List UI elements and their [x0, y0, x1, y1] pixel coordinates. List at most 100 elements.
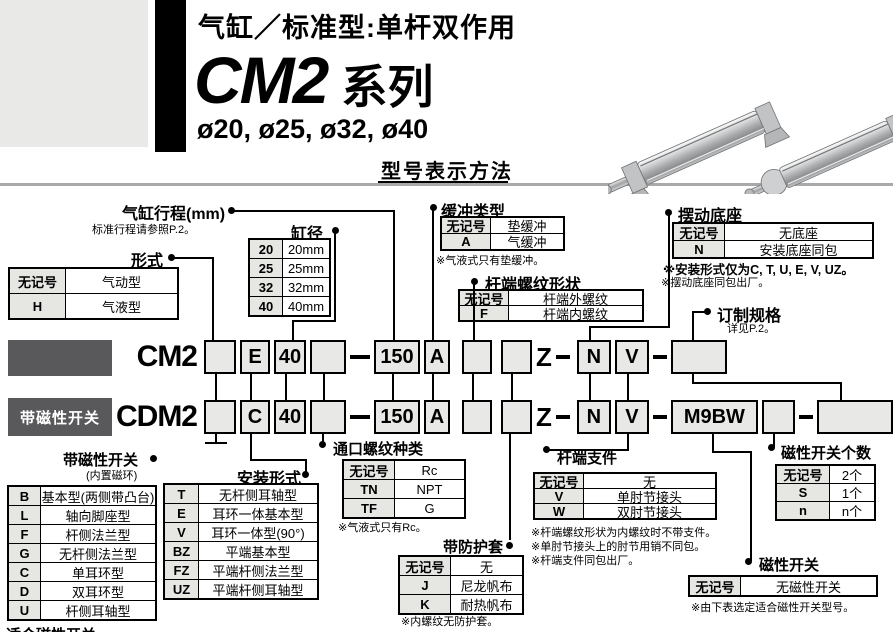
- code-cell: A: [442, 234, 491, 249]
- code-cell: V: [535, 489, 584, 504]
- code-cell: 无记号: [344, 461, 395, 479]
- table-row: V 单肘节接头: [535, 489, 715, 505]
- value-cell: 无底座: [778, 225, 818, 241]
- code-cell: K: [400, 595, 451, 613]
- value-cell: 杆侧法兰型: [65, 527, 131, 543]
- empty-tag-box: [8, 340, 112, 376]
- connector: [205, 442, 227, 444]
- connector: [668, 213, 670, 328]
- model-code-box: 150: [374, 340, 420, 374]
- header-black-bar: [155, 0, 186, 152]
- table-row: F 杆侧法兰型: [9, 525, 155, 544]
- value-cell: 气缓冲: [507, 235, 547, 250]
- code-cell: 无记号: [400, 557, 451, 575]
- model-name-cm2: CM2: [136, 340, 198, 373]
- connector: [250, 374, 252, 400]
- connector: [172, 257, 214, 259]
- connector: [212, 257, 214, 340]
- value-cell: 杆端外螺纹: [542, 291, 608, 307]
- table-row: 无记号 Rc: [344, 461, 464, 480]
- table-row: A 气缓冲: [442, 234, 563, 250]
- mounting-bullet: [302, 471, 309, 478]
- value-cell: 双耳环型: [71, 584, 124, 600]
- model-text: Z: [536, 341, 552, 372]
- code-cell: T: [165, 485, 199, 503]
- code-cell: G: [9, 544, 41, 562]
- auto-switch-flag-bullet: [150, 455, 157, 462]
- value-cell: 轴向脚座型: [65, 508, 131, 524]
- value-cell: 无杆侧耳轴型: [218, 487, 297, 503]
- model-code-box: A: [424, 340, 450, 374]
- code-cell: TN: [344, 480, 395, 498]
- port-thread-bullet: [319, 441, 326, 448]
- connector: [589, 326, 670, 328]
- value-cell: 耳环一体基本型: [212, 506, 304, 522]
- code-cell: C: [9, 563, 41, 581]
- value-cell: 无磁性开关: [775, 579, 841, 595]
- value-cell: Rc: [421, 462, 438, 478]
- code-cell: L: [9, 506, 41, 524]
- code-cell: D: [9, 582, 41, 600]
- boot-label: 带防护套: [443, 539, 504, 556]
- value-cell: 无: [642, 474, 656, 490]
- model-code-box: A: [424, 400, 450, 434]
- value-cell: 40mm: [287, 298, 325, 314]
- value-cell: 单肘节接头: [616, 489, 682, 505]
- table-row: 无记号无: [535, 474, 715, 490]
- code-cell: 无记号: [777, 466, 830, 483]
- model-code-box: [761, 400, 795, 434]
- made-to-order-note: 详见P.2。: [727, 323, 776, 335]
- switch-qty-label: 磁性开关个数: [781, 445, 872, 462]
- auto-switch-table: 无记号 无磁性开关: [688, 575, 878, 597]
- pivot-base-note-2: ※摆动底座同包出厂。: [661, 277, 770, 289]
- value-cell: 尼龙帆布: [460, 578, 513, 594]
- value-cell: 杆端内螺纹: [542, 306, 608, 322]
- type-label: 形式: [131, 253, 164, 270]
- connector: [292, 320, 294, 340]
- connector: [692, 311, 694, 340]
- code-cell: F: [9, 525, 41, 543]
- value-cell: 无: [479, 559, 493, 575]
- table-row: T 无杆侧耳轴型: [165, 485, 317, 504]
- model-code-box: [204, 400, 236, 434]
- connector: [750, 451, 752, 561]
- connector: [627, 434, 629, 451]
- connector: [285, 374, 287, 400]
- connector: [432, 374, 434, 400]
- code-cell: 无记号: [690, 577, 741, 595]
- stroke-label: 气缸行程(mm): [122, 206, 226, 223]
- table-row: 无记号无底座: [674, 224, 872, 241]
- boot-bullet: [506, 542, 513, 549]
- code-cell: 无记号: [460, 291, 509, 307]
- rod-end-bracket-note-2: ※单肘节接头上的肘节用销不同包。: [531, 541, 706, 553]
- model-dash: [350, 355, 370, 359]
- footer-partial-text: 适合磁性开关: [6, 624, 96, 632]
- code-cell: FZ: [165, 561, 199, 579]
- connector: [511, 374, 513, 400]
- code-cell: N: [674, 241, 725, 257]
- connector: [712, 451, 752, 453]
- auto-switch-label: 磁性开关: [759, 557, 820, 574]
- code-cell: UZ: [165, 580, 199, 598]
- value-cell: 无杆侧法兰型: [58, 546, 137, 562]
- connector: [549, 449, 629, 451]
- code-cell: BZ: [165, 542, 199, 560]
- value-cell: 耳环一体型(90°): [211, 525, 305, 541]
- value-cell: 双肘节接头: [616, 504, 682, 520]
